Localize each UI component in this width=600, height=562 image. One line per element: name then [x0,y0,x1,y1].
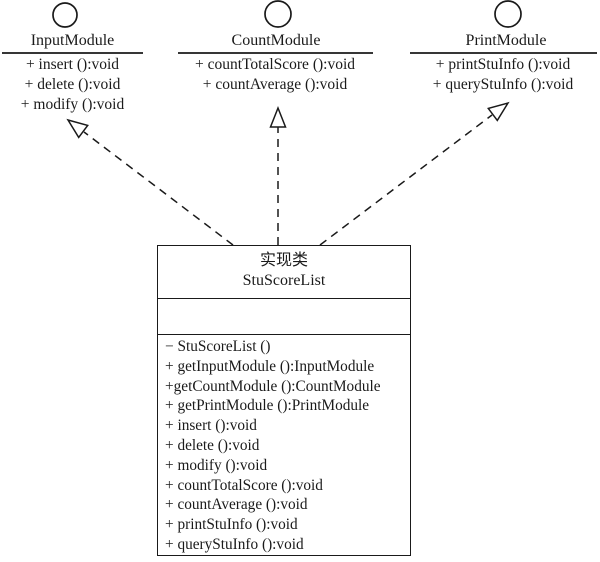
class-method: + printStuInfo ():void [165,516,298,534]
interface-inputmodule: InputModule [0,31,145,51]
interface-lollipop-icon [52,2,78,28]
interface-name: PrintModule [465,32,547,49]
class-stereotype: 实现类 [259,252,308,269]
realization-arrowhead [269,105,287,128]
class-attributes-compartment [158,299,410,335]
realization-arrowhead [487,101,510,122]
realization-arrow-line [319,114,493,246]
class-method: + getInputModule ():InputModule [165,357,375,375]
class-method: +getCountModule ():CountModule [165,377,381,395]
interface-lollipop-icon [264,0,292,28]
interface-name: InputModule [30,32,115,49]
interface-countmodule: CountModule [170,31,382,51]
interface-method: + modify ():void [20,96,125,113]
interface-lollipop-icon [494,0,522,28]
class-methods-compartment: − StuScoreList () + getInputModule ():In… [158,335,410,555]
interface-method: + countAverage ():void [202,76,348,93]
interface-printmodule-methods: + printStuInfo ():void + queryStuInfo ()… [402,55,600,95]
class-method: − StuScoreList () [165,338,271,355]
class-name: StuScoreList [242,272,326,289]
interface-inputmodule-methods: + insert ():void + delete ():void + modi… [0,55,145,115]
class-method: + countTotalScore ():void [165,476,323,494]
interface-printmodule: PrintModule [408,31,600,51]
class-stuscorelist: 实现类 StuScoreList − StuScoreList () + get… [157,245,411,556]
class-method: + modify ():void [165,456,268,474]
class-method: + queryStuInfo ():void [165,535,304,553]
interface-method: + printStuInfo ():void [435,56,571,73]
class-header: 实现类 StuScoreList [158,246,410,299]
class-method: + delete ():void [165,436,260,454]
interface-method: + countTotalScore ():void [194,56,356,73]
interface-method: + queryStuInfo ():void [432,76,574,93]
class-method: + getPrintModule ():PrintModule [165,397,370,415]
realization-arrowhead [66,118,89,139]
class-method: + insert ():void [165,417,257,435]
realization-arrow-line [83,131,234,246]
interface-countmodule-methods: + countTotalScore ():void + countAverage… [164,55,386,95]
interface-name: CountModule [231,32,321,49]
class-method: + countAverage ():void [165,496,308,514]
interface-method: + insert ():void [25,56,120,73]
interface-method: + delete ():void [24,76,121,93]
